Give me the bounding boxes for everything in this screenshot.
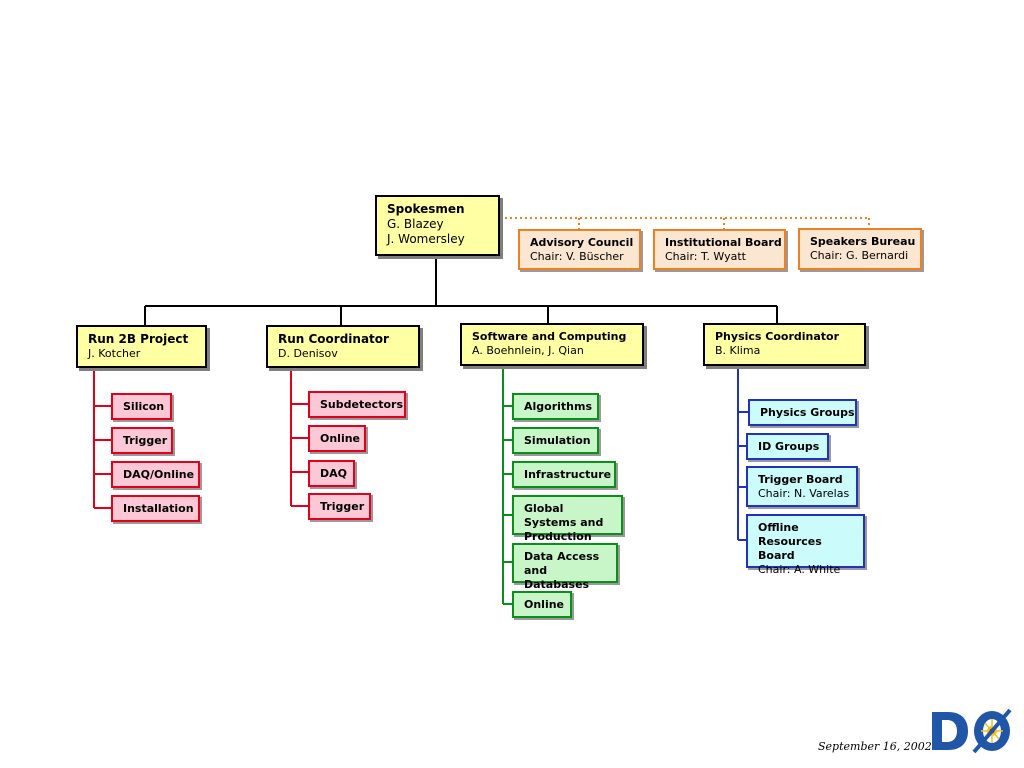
run2b-item-daq-online: DAQ/Online [111,461,200,488]
spokesmen-name-2: J. Womersley [387,232,465,246]
speakers-bureau-chair: Chair: G. Bernardi [810,249,909,262]
physics-coordinator-lead: B. Klima [715,344,761,357]
run-coordinator-title: Run Coordinator [278,332,389,346]
run2b-project-box: Run 2B Project J. Kotcher [76,325,207,368]
speakers-bureau-title: Speakers Bureau [810,235,916,248]
physics-coordinator-box: Physics Coordinator B. Klima [703,323,866,366]
advisory-council-box: Advisory Council Chair: V. Büscher [518,229,641,270]
physics-item-trigger-board: Trigger Board Chair: N. Varelas [746,466,858,507]
item-label: Data Access and Databases [524,550,600,591]
item-label: Trigger [123,434,168,447]
physics-item-id-groups: ID Groups [746,433,829,460]
run2b-project-title: Run 2B Project [88,332,189,346]
institutional-board-box: Institutional Board Chair: T. Wyatt [653,229,786,270]
advisory-council-title: Advisory Council [530,236,634,249]
speakers-bureau-box: Speakers Bureau Chair: G. Bernardi [798,228,922,270]
physics-coordinator-title: Physics Coordinator [715,330,840,343]
software-item-infrastructure: Infrastructure [512,461,616,488]
item-label: Physics Groups [760,406,855,419]
item-label: Trigger Board [758,473,843,486]
runcoord-item-subdetectors: Subdetectors [308,391,406,418]
institutional-board-chair: Chair: T. Wyatt [665,250,746,263]
software-item-simulation: Simulation [512,427,599,454]
item-label: DAQ/Online [123,468,195,481]
item-chair: Chair: A. White [758,563,841,576]
footer-date: September 16, 2002 [818,740,932,753]
item-label: Offline Resources Board [758,521,822,562]
physics-item-offline-resources-board: Offline Resources Board Chair: A. White [746,514,865,576]
run2b-item-silicon: Silicon [111,393,172,420]
software-item-online: Online [512,591,572,618]
item-label: Online [320,432,361,445]
run2b-item-trigger: Trigger [111,427,173,454]
advisory-council-chair: Chair: V. Büscher [530,250,624,263]
item-label: Simulation [524,434,591,447]
item-label: Silicon [123,400,165,413]
software-item-algorithms: Algorithms [512,393,599,420]
run2b-project-lead: J. Kotcher [88,347,141,360]
run2b-item-installation: Installation [111,495,200,522]
item-label: ID Groups [758,440,820,453]
software-computing-leads: A. Boehnlein, J. Qian [472,344,584,357]
dzero-logo-icon [932,708,1012,754]
physics-item-physics-groups: Physics Groups [748,399,857,426]
item-label: Installation [123,502,194,515]
spokesmen-title: Spokesmen [387,202,465,216]
runcoord-item-online: Online [308,425,366,452]
software-computing-box: Software and Computing A. Boehnlein, J. … [460,323,644,366]
item-label: Subdetectors [320,398,403,411]
item-label: Global Systems and Production [524,502,604,543]
runcoord-item-daq: DAQ [308,460,355,487]
run-coordinator-box: Run Coordinator D. Denisov [266,325,420,368]
item-label: DAQ [320,467,347,480]
item-label: Infrastructure [524,468,612,481]
spokesmen-box: Spokesmen G. Blazey J. Womersley [375,195,500,256]
item-chair: Chair: N. Varelas [758,487,850,500]
item-label: Algorithms [524,400,593,413]
item-label: Trigger [320,500,365,513]
run-coordinator-lead: D. Denisov [278,347,338,360]
spokesmen-name-1: G. Blazey [387,217,444,231]
software-item-data-access: Data Access and Databases [512,543,618,591]
institutional-board-title: Institutional Board [665,236,782,249]
software-computing-title: Software and Computing [472,330,627,343]
software-item-global-systems: Global Systems and Production [512,495,623,543]
runcoord-item-trigger: Trigger [308,493,371,520]
item-label: Online [524,598,565,611]
